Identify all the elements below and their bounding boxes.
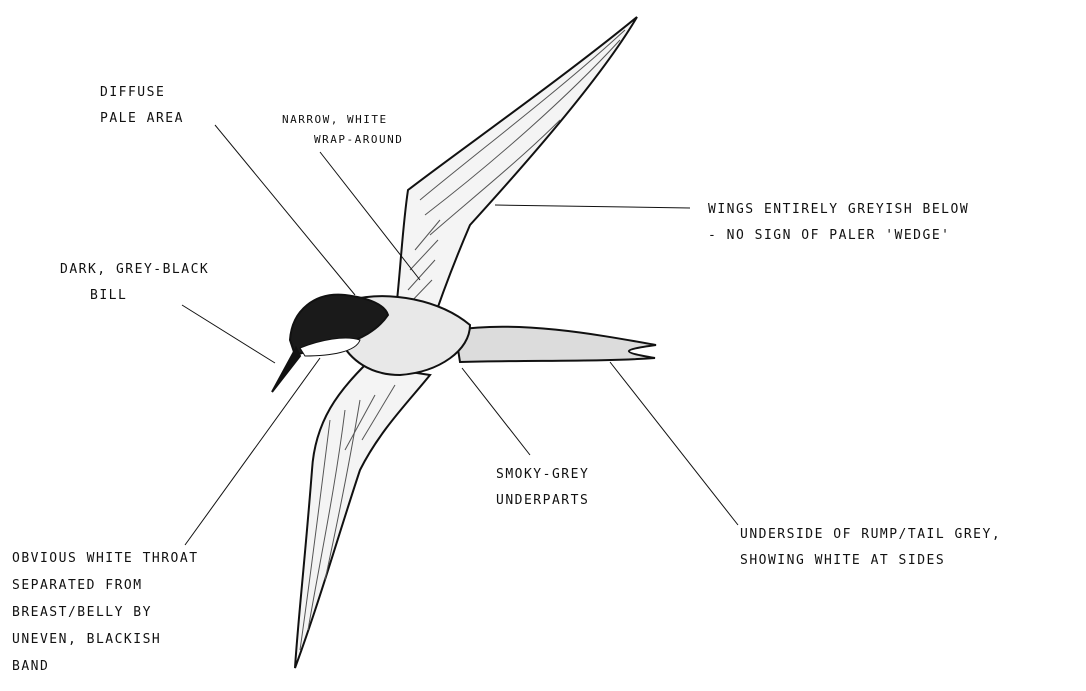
lower-wing bbox=[295, 365, 430, 668]
upper-wing bbox=[395, 17, 637, 330]
label-diffuse-pale-area: DIFFUSE PALE AREA bbox=[100, 80, 184, 132]
bill bbox=[272, 348, 300, 392]
label-wings-greyish: WINGS ENTIRELY GREYISH BELOW - NO SIGN O… bbox=[708, 197, 969, 249]
leader-wings bbox=[495, 205, 690, 208]
tail bbox=[455, 327, 656, 362]
label-narrow-white: NARROW, WHITE WRAP-AROUND bbox=[282, 110, 403, 150]
label-dark-bill: DARK, GREY-BLACK BILL bbox=[60, 257, 209, 309]
label-smoky-grey-underparts: SMOKY-GREY UNDERPARTS bbox=[496, 462, 589, 514]
leader-rump bbox=[610, 362, 738, 525]
leader-throat bbox=[185, 358, 320, 545]
leader-diffuse bbox=[215, 125, 355, 295]
leader-underparts bbox=[462, 368, 530, 455]
leader-bill bbox=[182, 305, 275, 363]
label-white-throat: OBVIOUS WHITE THROAT SEPARATED FROM BREA… bbox=[12, 545, 199, 680]
label-rump-tail: UNDERSIDE OF RUMP/TAIL GREY, SHOWING WHI… bbox=[740, 522, 1001, 574]
